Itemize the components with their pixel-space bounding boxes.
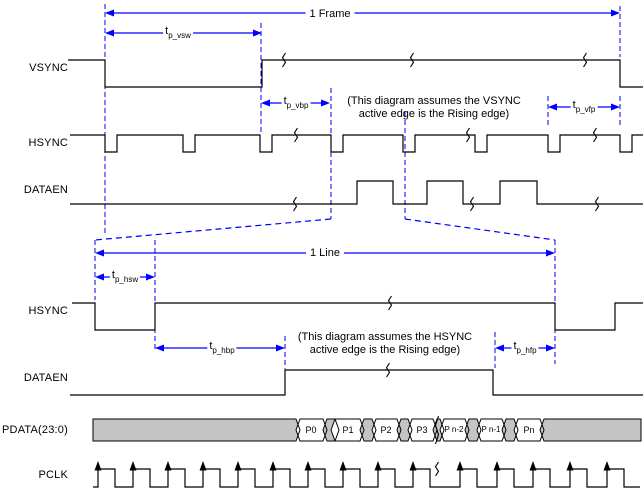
hfp-base: t bbox=[513, 339, 517, 352]
pdata-cell-p2: P2 bbox=[380, 425, 392, 435]
pdata-cell-p0: P0 bbox=[305, 425, 317, 435]
vfp-sub: p_vfp bbox=[575, 105, 596, 115]
pdata-cell-pn-1: P n-1 bbox=[481, 425, 501, 434]
pdata-cell-pn: Pn bbox=[523, 425, 535, 435]
hfp-sub: p_hfp bbox=[516, 346, 537, 356]
vsw-sub: p_vsw bbox=[168, 31, 191, 41]
frame-duration-label: 1 Frame bbox=[305, 8, 355, 20]
vsync-note: (This diagram assumes the VSYNC active e… bbox=[347, 95, 521, 121]
signal-label-pclk: PCLK bbox=[38, 469, 68, 481]
hbp-base: t bbox=[209, 339, 213, 352]
hsync-note-line1: (This diagram assumes the HSYNC bbox=[297, 331, 473, 343]
hsync-note-line2: active edge is the Rising edge) bbox=[309, 344, 461, 356]
timing-label-vsw: tp_vsw bbox=[163, 24, 193, 42]
pdata-cell-pn-2: P n-2 bbox=[444, 425, 464, 434]
line-duration-label: 1 Line bbox=[306, 247, 344, 259]
signal-label-dataen-bottom: DATAEN bbox=[23, 372, 68, 384]
timing-label-hsw: tp_hsw bbox=[109, 268, 141, 286]
hsw-sub: p_hsw bbox=[114, 275, 139, 285]
timing-label-hfp: tp_hfp bbox=[511, 339, 539, 357]
signal-label-vsync: VSYNC bbox=[29, 62, 68, 74]
vbp-base: t bbox=[283, 94, 287, 107]
pdata-cell-p1: P1 bbox=[342, 425, 354, 435]
signal-label-dataen-top: DATAEN bbox=[23, 184, 68, 196]
timing-label-hbp: tp_hbp bbox=[207, 339, 237, 357]
vsync-note-line2: active edge is the Rising edge) bbox=[358, 108, 510, 120]
hsync-note: (This diagram assumes the HSYNC active e… bbox=[298, 331, 472, 357]
vfp-base: t bbox=[572, 98, 576, 111]
timing-label-vbp: tp_vbp bbox=[281, 94, 311, 112]
signal-label-pdata: PDATA(23:0) bbox=[2, 424, 68, 436]
timing-label-vfp: tp_vfp bbox=[570, 98, 598, 116]
hsw-base: t bbox=[111, 268, 115, 281]
signal-label-hsync-bottom: HSYNC bbox=[28, 305, 68, 317]
vsync-note-line1: (This diagram assumes the VSYNC bbox=[347, 95, 521, 107]
hbp-sub: p_hbp bbox=[212, 346, 235, 356]
vsw-base: t bbox=[165, 24, 169, 37]
pdata-cell-p3: P3 bbox=[416, 425, 428, 435]
vbp-sub: p_vbp bbox=[286, 101, 309, 111]
signal-label-hsync-top: HSYNC bbox=[28, 137, 68, 149]
